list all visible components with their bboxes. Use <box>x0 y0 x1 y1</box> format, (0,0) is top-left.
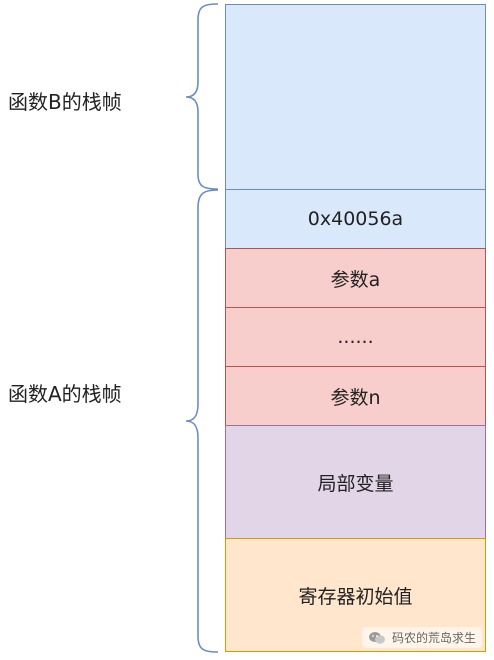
param-n-cell: 参数n <box>225 366 486 426</box>
frame-b-label: 函数B的栈帧 <box>8 90 122 114</box>
register-init-text: 寄存器初始值 <box>298 585 413 608</box>
frame-b-block <box>225 4 486 190</box>
param-ellipsis-text: ...... <box>337 326 374 348</box>
wechat-icon <box>368 631 385 644</box>
local-vars-cell: 局部变量 <box>225 425 486 539</box>
watermark-text: 码农的荒岛求生 <box>391 631 476 645</box>
param-n-text: 参数n <box>330 386 381 409</box>
return-address-text: 0x40056a <box>307 208 404 230</box>
watermark: 码农的荒岛求生 <box>361 627 482 648</box>
return-address-cell: 0x40056a <box>225 189 486 249</box>
param-ellipsis-cell: ...... <box>225 307 486 367</box>
param-a-text: 参数a <box>330 268 381 291</box>
brace-frame-a <box>185 189 219 653</box>
local-vars-text: 局部变量 <box>317 472 394 495</box>
param-a-cell: 参数a <box>225 248 486 308</box>
brace-frame-b <box>185 3 219 190</box>
frame-a-label: 函数A的栈帧 <box>8 382 122 406</box>
